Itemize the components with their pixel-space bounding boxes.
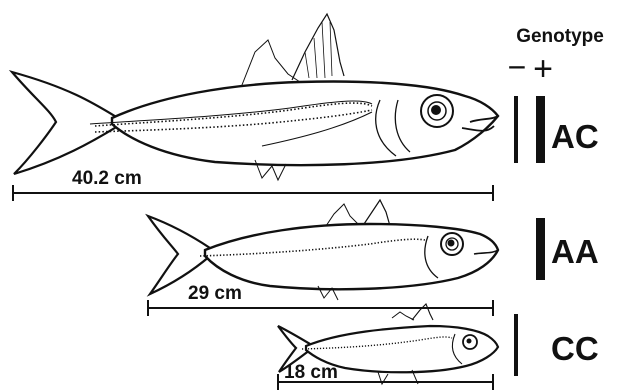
length-label-small: 18 cm <box>284 362 338 383</box>
genotype-label-cc: CC <box>551 330 599 367</box>
length-label-medium: 29 cm <box>188 283 242 304</box>
plus-bar-ac <box>536 96 545 163</box>
minus-bar-ac <box>514 96 518 163</box>
genotype-label-ac: AC <box>551 118 599 155</box>
plus-symbol: + <box>533 50 553 88</box>
fish-large <box>12 14 498 180</box>
minus-symbol: − <box>508 49 527 85</box>
plus-bar-aa <box>536 218 545 280</box>
genotype-header: Genotype <box>516 26 604 47</box>
genotype-label-aa: AA <box>551 233 599 270</box>
dorsal-fin-first <box>292 14 344 80</box>
minus-bar-cc <box>514 314 518 376</box>
length-label-large: 40.2 cm <box>72 168 142 189</box>
